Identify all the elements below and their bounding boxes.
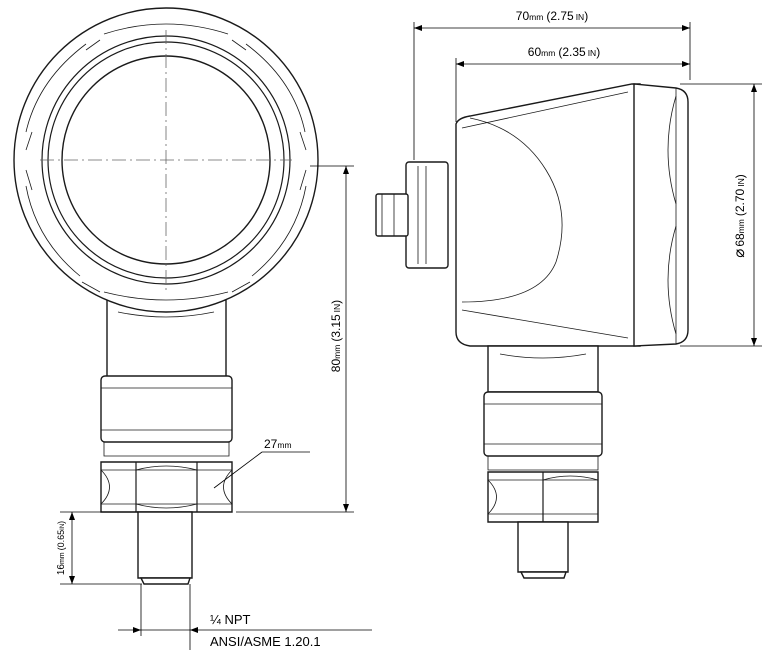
dim-thread-length: 16mm(0.65IN) bbox=[56, 521, 67, 575]
dimension-lines bbox=[60, 22, 762, 650]
front-thread bbox=[137, 511, 193, 579]
side-neck bbox=[487, 345, 599, 393]
side-thread bbox=[517, 521, 569, 573]
side-bezel bbox=[633, 83, 689, 347]
dim-hex: 27mm bbox=[264, 437, 292, 451]
side-collar bbox=[483, 391, 603, 457]
dim-diameter: ⌀68mm(2.70IN) bbox=[731, 174, 748, 257]
side-view bbox=[375, 83, 689, 579]
front-collar bbox=[100, 375, 233, 443]
front-neck-curve bbox=[117, 311, 215, 318]
front-view bbox=[13, 7, 319, 585]
dim-height: 80mm(3.15IN) bbox=[329, 300, 343, 372]
front-hex-nut bbox=[100, 461, 233, 513]
thread-label: ¼ NPT bbox=[210, 612, 251, 627]
side-connector-plug bbox=[375, 193, 409, 237]
side-housing-dome bbox=[461, 117, 563, 303]
front-bezel-grips bbox=[25, 23, 307, 301]
standard-label: ANSI/ASME 1.20.1 bbox=[210, 634, 321, 649]
side-connector-body bbox=[405, 161, 449, 269]
